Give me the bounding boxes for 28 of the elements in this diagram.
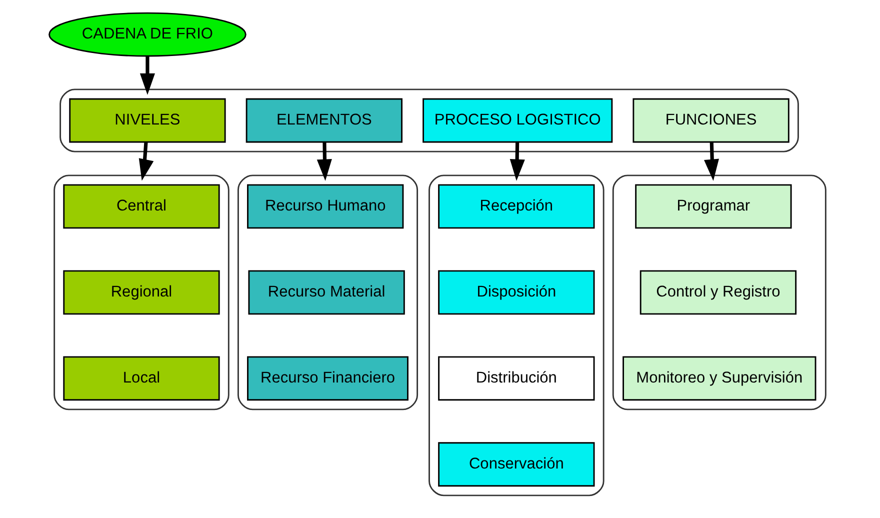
node-box: Local bbox=[63, 356, 220, 401]
cluster bbox=[54, 174, 230, 410]
node-box: Programar bbox=[635, 184, 792, 229]
node-box: Recepción bbox=[438, 184, 595, 229]
node-box: Recurso Material bbox=[248, 270, 405, 315]
arrow bbox=[510, 142, 525, 181]
node-box: Monitoreo y Supervisión bbox=[622, 356, 816, 401]
node-ellipse: CADENA DE FRIO bbox=[48, 12, 246, 57]
cluster bbox=[428, 174, 604, 496]
arrow bbox=[316, 142, 332, 181]
node-box: Conservación bbox=[438, 442, 595, 487]
arrow bbox=[138, 142, 154, 181]
arrow bbox=[140, 56, 155, 95]
arrow bbox=[704, 142, 720, 181]
node-box: Recurso Financiero bbox=[247, 356, 408, 401]
node-box: Control y Registro bbox=[640, 270, 797, 315]
node-box: NIVELES bbox=[69, 98, 226, 143]
node-box: Regional bbox=[63, 270, 220, 315]
node-box: Disposición bbox=[438, 270, 595, 315]
cluster bbox=[612, 174, 826, 410]
cluster bbox=[60, 88, 799, 152]
node-box: FUNCIONES bbox=[632, 98, 790, 143]
node-box: Central bbox=[63, 184, 220, 229]
node-box: Recurso Humano bbox=[247, 184, 404, 229]
cluster bbox=[238, 174, 418, 410]
node-box: ELEMENTOS bbox=[246, 98, 402, 143]
node-box: PROCESO LOGISTICO bbox=[422, 98, 613, 143]
node-box: Distribución bbox=[438, 356, 595, 401]
